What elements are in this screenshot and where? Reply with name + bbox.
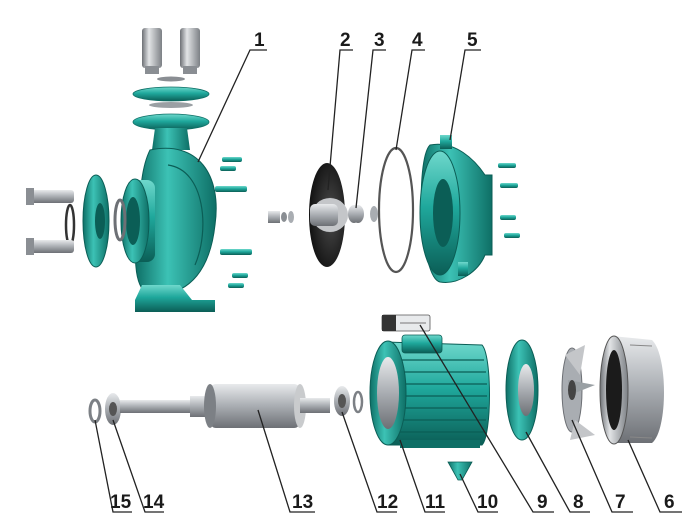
- callout-8: 8: [573, 492, 584, 513]
- callout-7: 7: [615, 492, 626, 513]
- leader-14: [112, 419, 164, 513]
- leader-13: [257, 409, 315, 513]
- leader-15: [94, 419, 132, 513]
- callout-12: 12: [377, 492, 398, 513]
- mechanical-seal: [348, 205, 378, 223]
- rear-end-cover: [505, 339, 539, 441]
- leader-3: [355, 49, 386, 209]
- callout-11: 11: [425, 492, 446, 513]
- leader-6: [627, 439, 682, 513]
- suction-flange: [64, 174, 127, 268]
- callout-13: 13: [292, 492, 313, 513]
- leader-2: [327, 49, 353, 191]
- leader-7: [571, 419, 633, 513]
- shaft-bearing-front: [105, 393, 121, 425]
- callout-6: 6: [664, 492, 675, 513]
- callout-1: 1: [254, 30, 265, 51]
- callout-10: 10: [477, 492, 498, 513]
- pump-casing: [120, 28, 217, 312]
- leader-10: [459, 473, 498, 513]
- callout-3: 3: [374, 30, 385, 51]
- leader-4: [395, 49, 425, 151]
- motor-housing: [369, 334, 490, 448]
- motor-foot: [447, 461, 473, 481]
- suction-bolts: [26, 188, 74, 255]
- callout-4: 4: [412, 30, 423, 51]
- callout-2: 2: [340, 30, 351, 51]
- shaft-washer: [88, 398, 102, 424]
- leader-5: [449, 49, 481, 141]
- casing-top-bolts: [142, 28, 200, 82]
- callout-9: 9: [537, 492, 548, 513]
- callout-14: 14: [143, 492, 165, 513]
- leader-11: [399, 439, 445, 513]
- cooling-fan: [561, 345, 595, 440]
- fan-cover: [599, 335, 664, 445]
- shaft-bearing-rear: [334, 386, 364, 416]
- callout-5: 5: [467, 30, 478, 51]
- seal-housing: [419, 135, 520, 283]
- leader-lines: [94, 49, 682, 513]
- leader-12: [341, 411, 397, 513]
- impeller: [309, 163, 348, 267]
- callout-numbers: 1 2 3 4 5 6 7 8 9 10 11 12 13 14 15: [110, 30, 675, 513]
- casing-bolts-right: [215, 157, 252, 288]
- capacitor: [381, 314, 431, 332]
- leader-9: [419, 324, 554, 513]
- leader-8: [525, 431, 590, 513]
- leader-1: [197, 49, 267, 163]
- o-ring: [377, 146, 415, 274]
- impeller-nut: [268, 211, 294, 223]
- callout-15: 15: [110, 492, 132, 513]
- rotor-shaft: [120, 384, 330, 428]
